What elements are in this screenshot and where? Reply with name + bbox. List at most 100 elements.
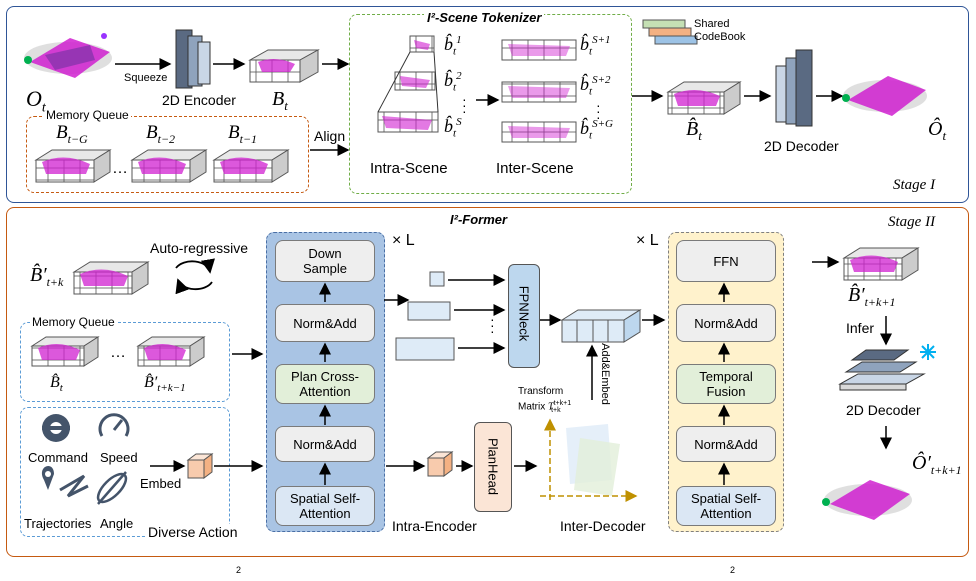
ellipsis-mem-1: … <box>112 160 128 177</box>
squeeze-label: Squeeze <box>124 72 168 84</box>
label-b-hat: B̂t <box>686 118 702 143</box>
memory-grid-1 <box>212 149 290 183</box>
intra-dots: ··· <box>462 91 467 119</box>
decoder-2d-icon <box>775 49 813 127</box>
dec-norm-add-top: Norm&Add <box>676 304 776 342</box>
dec-norm-add-bottom: Norm&Add <box>676 426 776 462</box>
memory-queue-frame-2 <box>20 322 230 402</box>
diverse-action-frame <box>20 407 230 537</box>
intra-scene-label: Intra-Scene <box>370 160 448 177</box>
bev-grid-bhat <box>666 81 742 115</box>
inter-dots: ··· <box>596 97 601 125</box>
label-mem-g: Bt−G <box>56 122 88 146</box>
point-cloud-input <box>24 33 112 78</box>
action-angle-label: Angle <box>100 516 134 531</box>
dec-ffn: FFN <box>676 240 776 282</box>
fpn-neck-box <box>508 264 540 368</box>
memory-queue-label-1: Memory Queue <box>44 108 131 122</box>
encoder-label: 2D Encoder <box>162 92 236 108</box>
fpn-neck-label: FPNNeck <box>516 285 532 342</box>
transform-label: Transform <box>518 386 564 397</box>
auto-regressive-label: Auto-regressive <box>150 240 249 256</box>
former-title: I²-Former <box>450 212 508 227</box>
label-mem-1: Bt−1 <box>228 122 258 146</box>
label-o-out: Ô′t+k+1 <box>912 452 962 477</box>
speedometer-icon <box>98 413 130 437</box>
bev-grid-btk <box>72 261 150 295</box>
times-l-encoder: × L <box>392 232 415 249</box>
intra-b-1: b̂t1 <box>444 34 462 58</box>
plan-head-box <box>474 422 512 512</box>
dec-temporal-fusion: Temporal Fusion <box>676 364 776 404</box>
decoder-label: 2D Decoder <box>764 138 839 154</box>
autoregressive-loop-icon <box>175 258 215 295</box>
stage-2-frame <box>6 207 969 557</box>
memory-grid-bt <box>30 336 100 367</box>
inter-b-2: b̂tS+2 <box>580 74 611 98</box>
feature-pyramid <box>395 271 455 361</box>
bev-grid-output <box>842 247 920 281</box>
add-embed-label: Add&Embed <box>599 343 611 405</box>
action-speed-label: Speed <box>100 450 138 465</box>
stage-1-frame <box>6 6 969 203</box>
memory-queue-label-2: Memory Queue <box>30 315 117 329</box>
label-o-t: Ot <box>26 86 46 116</box>
decoder-2-label: 2D Decoder <box>846 402 921 418</box>
align-label: Align <box>314 128 346 144</box>
inter-b-1: b̂tS+1 <box>580 34 611 58</box>
label-b-out: B̂′t+k+1 <box>848 284 896 309</box>
memory-grid-2 <box>130 149 208 183</box>
frozen-snowflake-icon <box>920 344 936 360</box>
plan-head-label: PlanHead <box>485 437 501 496</box>
infer-label: Infer <box>846 320 875 336</box>
point-cloud-predicted <box>822 480 912 520</box>
action-embed-cube <box>186 453 214 479</box>
memory-grid-btk1 <box>136 336 206 367</box>
label-b-tk: B̂′t+k <box>30 264 64 289</box>
transform-axes <box>540 418 638 502</box>
inter-b-g: b̂tS+G <box>580 118 613 142</box>
bev-grid-bt <box>248 49 320 83</box>
embed-label: Embed <box>140 476 182 491</box>
enc-spatial-self-attention: Spatial Self- Attention <box>275 486 375 526</box>
angle-icon <box>96 471 128 505</box>
inter-decoder-label: Inter-Decoder <box>560 518 646 534</box>
intra-b-s: b̂tS <box>444 116 462 140</box>
dec-spatial-self-attention: Spatial Self- Attention <box>676 486 776 526</box>
fused-feature-grid <box>560 309 642 343</box>
memory-grid-g <box>34 149 112 183</box>
inter-scene-label: Inter-Scene <box>496 160 574 177</box>
enc-down-sample: Down Sample <box>275 240 375 282</box>
codebook-label: Shared CodeBook <box>694 18 746 43</box>
decoder-2d-stage2-icon <box>838 349 926 391</box>
times-l-decoder: × L <box>636 232 659 249</box>
label-b-t-mem: B̂t <box>50 374 63 395</box>
memory-queue-frame-1 <box>26 116 309 193</box>
codebook-icon <box>642 19 698 45</box>
caption-sup-right: 2 <box>730 565 736 575</box>
encoder-2d-icon <box>175 29 211 89</box>
inter-scene-stack <box>501 39 577 143</box>
enc-plan-cross-attention: Plan Cross- Attention <box>275 364 375 404</box>
intra-encoder-label: Intra-Encoder <box>392 518 477 534</box>
label-mem-2: Bt−2 <box>146 122 176 146</box>
label-o-hat: Ôt <box>928 118 947 143</box>
enc-norm-add-top: Norm&Add <box>275 304 375 342</box>
pyramid-dots: ··· <box>490 311 495 339</box>
label-b-tk1-mem: B̂′t+k−1 <box>144 374 186 395</box>
caption-sup-left: 2 <box>236 565 242 575</box>
plan-cube <box>426 451 454 477</box>
tokenizer-title: I²-Scene Tokenizer <box>424 10 545 25</box>
enc-norm-add-bottom: Norm&Add <box>275 426 375 462</box>
stage-2-label: Stage II <box>888 214 936 230</box>
diverse-action-label: Diverse Action <box>146 524 240 540</box>
point-cloud-reconstructed <box>842 76 927 116</box>
label-b-t: Bt <box>272 88 288 113</box>
steering-wheel-icon <box>42 414 70 442</box>
ellipsis-mem-2: … <box>110 344 126 361</box>
stage-1-label: Stage I <box>893 177 936 193</box>
intra-scene-pyramid <box>377 35 439 133</box>
matrix-label: Matrix Tt+k+1t+k <box>518 400 572 415</box>
action-trajectories-label: Trajectories <box>24 516 92 531</box>
